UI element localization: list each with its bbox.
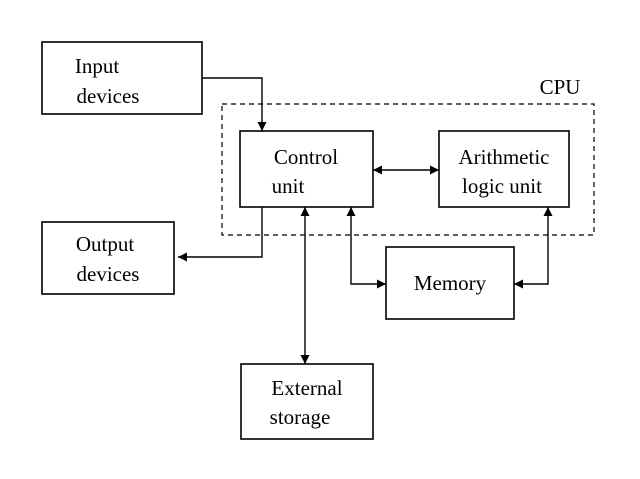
output-devices-label-line2: devices: [77, 262, 140, 286]
memory-label: Memory: [414, 271, 487, 295]
external-storage-label-line2: storage: [270, 405, 331, 429]
memory-node: Memory: [385, 246, 515, 320]
external-storage-node: External storage: [240, 363, 374, 440]
input-devices-label-line2: devices: [77, 84, 140, 108]
control-unit-label-line2: unit: [272, 174, 305, 198]
control-unit-node: Control unit: [239, 130, 374, 208]
edge-control-memory: [346, 207, 386, 289]
input-devices-label-line1: Input: [75, 54, 119, 78]
cpu-region: [221, 103, 595, 236]
input-devices-node: Input devices: [41, 41, 203, 115]
external-storage-label-line1: External: [271, 376, 342, 400]
edge-input-to-control: [202, 77, 267, 131]
alu-label-line2: logic unit: [462, 174, 542, 198]
edge-control-to-output: [178, 207, 263, 262]
alu-label-line1: Arithmetic: [459, 145, 550, 169]
cpu-label: CPU: [540, 75, 581, 99]
output-devices-label-line1: Output: [76, 232, 135, 256]
output-devices-node: Output devices: [41, 221, 175, 295]
edge-alu-memory: [514, 207, 553, 289]
alu-node: Arithmetic logic unit: [438, 130, 570, 208]
control-unit-label-line1: Control: [274, 145, 338, 169]
